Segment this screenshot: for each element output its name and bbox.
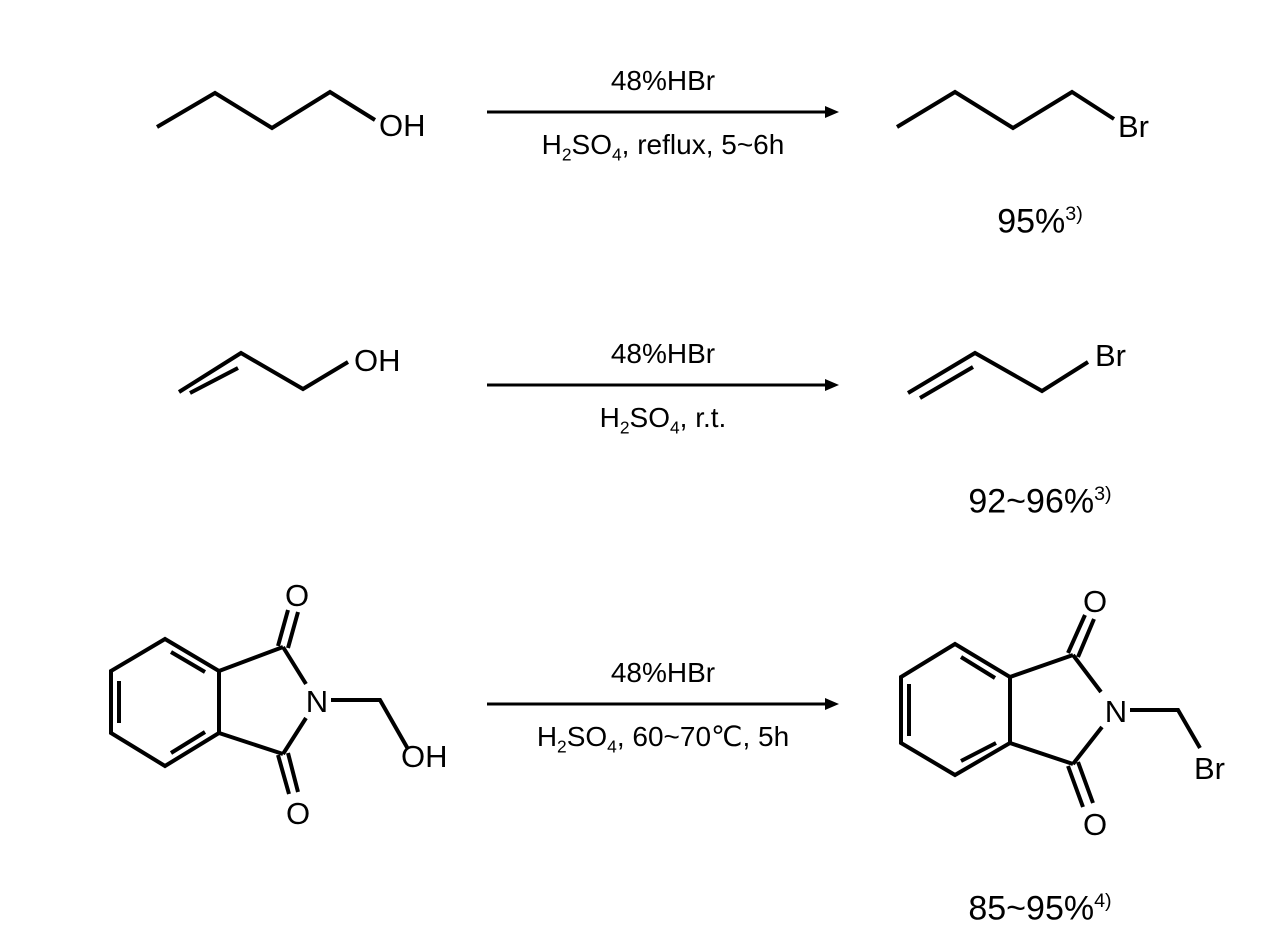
yield-reference: 3)	[1094, 483, 1112, 505]
yield-value: 95%	[997, 202, 1066, 241]
double-bond-inner-line	[918, 365, 975, 400]
aromatic-inner-line	[169, 730, 207, 755]
cond-sub2: 2	[557, 736, 567, 757]
cond-sub4: 4	[612, 144, 622, 165]
cond-h: H	[536, 721, 558, 752]
imide-ring-bonds	[1009, 653, 1104, 766]
benzene-ring	[899, 641, 1012, 778]
reagent-text: 48%HBr	[610, 65, 716, 96]
yield-value: 92~96%	[968, 482, 1095, 521]
cond-rest: , reflux, 5~6h	[621, 129, 785, 160]
yield-reference: 3)	[1065, 203, 1083, 225]
benzene-ring	[109, 636, 221, 769]
arrow-head	[825, 106, 839, 118]
cond-rest: , r.t.	[679, 402, 727, 433]
aromatic-inner-line	[169, 650, 207, 674]
conditions-text: H2SO4, 60~70℃, 5h	[487, 720, 839, 764]
carbonyl-double-bond	[1066, 614, 1096, 658]
cond-sub4: 4	[607, 736, 617, 757]
carbonyl-double-bond	[1066, 761, 1095, 808]
reagent-text: 48%HBr	[610, 338, 716, 369]
n-ch2-br-bonds	[1130, 708, 1202, 750]
carbon-chain-bond	[177, 350, 350, 394]
bromine-label: Br	[1095, 338, 1126, 373]
n-ch2-oh-bonds	[331, 698, 410, 750]
arrow-head	[825, 698, 839, 710]
butanol-structure: OH	[155, 89, 426, 143]
conditions-text: H2SO4, reflux, 5~6h	[487, 128, 839, 172]
arrow-head	[825, 379, 839, 391]
yield-text-reaction2: 92~96%3)	[890, 474, 1190, 521]
n-hydroxymethylphthalimide-structure: O N O OH	[109, 578, 448, 831]
yield-text-reaction3: 85~95%4)	[890, 881, 1190, 928]
yield-reference: 4)	[1094, 890, 1112, 912]
reagent-text: 48%HBr	[610, 657, 716, 688]
nitrogen-label: N	[1105, 694, 1127, 729]
carbon-chain-bond	[895, 89, 1116, 131]
cond-rest: , 60~70℃, 5h	[616, 721, 790, 752]
carbonyl-oxygen-label: O	[1083, 584, 1107, 619]
cond-sub2: 2	[619, 417, 630, 438]
yield-text-reaction1: 95%3)	[890, 194, 1190, 241]
allyl-alcohol-structure: OH	[177, 343, 401, 395]
reaction-arrow	[487, 379, 839, 391]
aromatic-inner-line	[959, 655, 997, 680]
carbonyl-oxygen-label: O	[285, 578, 309, 613]
cond-so: SO	[566, 721, 608, 752]
reaction2-arrow-block: 48%HBr H2SO4, r.t.	[487, 337, 839, 445]
bromine-label: Br	[1194, 751, 1225, 786]
carbonyl-oxygen-label: O	[286, 796, 310, 831]
carbonyl-double-bond	[276, 752, 300, 795]
allyl-bromide-structure: Br	[906, 338, 1126, 400]
reaction-arrow	[487, 698, 839, 710]
bromine-label: Br	[1118, 109, 1149, 144]
reaction1-arrow-block: 48%HBr H2SO4, reflux, 5~6h	[487, 64, 839, 172]
cond-so: SO	[629, 402, 670, 433]
cond-sub4: 4	[670, 417, 680, 438]
reaction3-arrow-block: 48%HBr H2SO4, 60~70℃, 5h	[487, 656, 839, 764]
cond-h: H	[599, 402, 620, 433]
carbon-chain-bond	[155, 89, 377, 131]
carbonyl-oxygen-label: O	[1083, 807, 1107, 842]
conditions-text: H2SO4, r.t.	[487, 401, 839, 445]
reaction-arrow	[487, 106, 839, 118]
n-bromomethylphthalimide-structure: O N O Br	[899, 584, 1225, 842]
cond-so: SO	[571, 129, 613, 160]
double-bond-inner-line	[189, 366, 239, 395]
butyl-bromide-structure: Br	[895, 89, 1149, 144]
cond-h: H	[541, 129, 562, 160]
imide-ring-bonds	[218, 645, 308, 756]
hydroxyl-label: OH	[354, 343, 401, 378]
aromatic-inner-line	[960, 741, 997, 763]
cond-sub2: 2	[561, 144, 572, 165]
carbon-chain-bond	[906, 350, 1090, 395]
hydroxyl-label: OH	[379, 108, 426, 143]
yield-value: 85~95%	[968, 889, 1095, 928]
carbonyl-double-bond	[276, 609, 300, 649]
nitrogen-label: N	[306, 684, 328, 719]
hydroxyl-label: OH	[401, 739, 448, 774]
